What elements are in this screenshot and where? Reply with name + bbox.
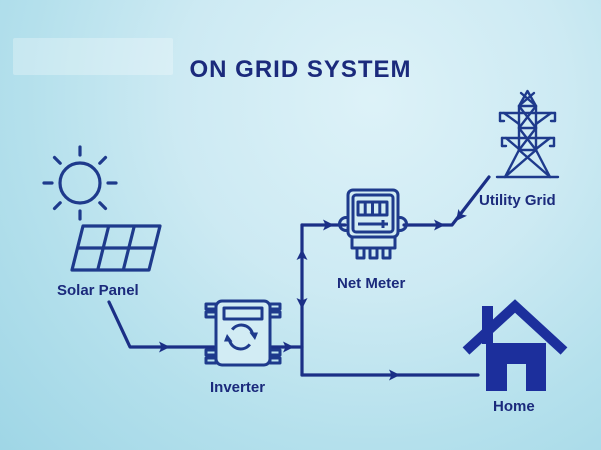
tower-lower-crossarm (500, 136, 556, 151)
arrowhead-up (296, 249, 308, 260)
arrowhead-right (389, 369, 400, 381)
utility-grid-label: Utility Grid (479, 192, 556, 209)
net-meter-icon (338, 188, 408, 260)
arrowhead-down (296, 298, 308, 309)
utility-grid-tower-icon (495, 89, 560, 179)
page-title: ON GRID SYSTEM (189, 56, 412, 83)
edge-meter-to-grid (402, 175, 491, 227)
sun-icon (42, 145, 118, 221)
edge-solar-to-inverter (107, 300, 216, 349)
home-icon (462, 299, 568, 391)
flow-arrowheads (159, 209, 467, 381)
arrowhead-down-left (456, 209, 467, 221)
home-label: Home (493, 398, 535, 415)
tower-upper-crossarm (498, 111, 557, 126)
arrowhead-right (159, 341, 170, 353)
solar-panel-icon (70, 224, 162, 272)
arrowhead-right (283, 341, 294, 353)
net-meter-label: Net Meter (337, 275, 406, 292)
sync-arrows-icon (224, 323, 258, 351)
inverter-label: Inverter (210, 379, 266, 396)
flow-lines (107, 175, 491, 377)
arrowhead-right (323, 219, 334, 231)
solar-panel-label: Solar Panel (57, 282, 139, 299)
arrowhead-right (434, 219, 445, 231)
inverter-icon (204, 299, 282, 367)
watermark-box (13, 38, 173, 75)
